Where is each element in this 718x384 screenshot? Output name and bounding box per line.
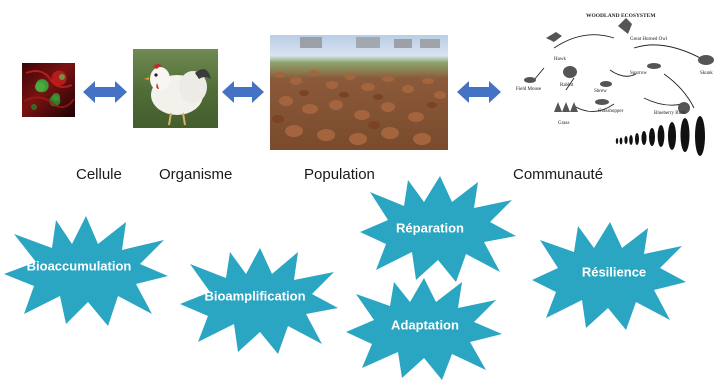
level-label-population: Population bbox=[304, 166, 375, 183]
ecosystem-title: WOODLAND ECOSYSTEM bbox=[586, 13, 656, 19]
label-hawk: Hawk bbox=[554, 57, 566, 62]
double-arrow-icon bbox=[222, 81, 264, 103]
chicken-population-photo bbox=[270, 35, 448, 150]
bioaccumulation-label: Bioaccumulation bbox=[26, 258, 132, 274]
label-field-mouse: Field Mouse bbox=[516, 87, 542, 92]
chicken-illustration bbox=[144, 64, 211, 126]
starburst-resilience bbox=[532, 222, 686, 330]
label-rabbit: Rabbit bbox=[560, 83, 574, 88]
label-blueberry: Blueberry Bush bbox=[654, 111, 686, 116]
label-grasshopper: Grasshopper bbox=[598, 109, 624, 114]
resilience-label: Résilience bbox=[581, 264, 647, 280]
label-owl: Great Horned Owl bbox=[630, 37, 668, 42]
starburst-reparation bbox=[360, 176, 516, 282]
chicken-photo bbox=[133, 49, 218, 128]
level-label-community: Communauté bbox=[513, 166, 604, 183]
label-sparrow: Sparrow bbox=[630, 71, 647, 76]
double-arrow-icon bbox=[457, 81, 501, 103]
bioamplification-label: Bioamplification bbox=[204, 288, 306, 304]
label-grass: Grass bbox=[558, 121, 569, 126]
double-arrow-icon bbox=[83, 81, 127, 103]
population-illustration bbox=[272, 37, 446, 145]
starburst-bioamplification bbox=[180, 248, 338, 354]
adaptation-label: Adaptation bbox=[391, 317, 459, 333]
woodland-ecosystem-figure: WOODLAND ECOSYSTEM Hawk Great Horned bbox=[514, 8, 718, 172]
silhouette-row bbox=[615, 116, 705, 156]
cell-texture bbox=[23, 70, 75, 110]
ecosystem-diagram: WOODLAND ECOSYSTEM Hawk Great Horned bbox=[516, 13, 714, 156]
label-shrew: Shrew bbox=[594, 89, 607, 94]
starburst-bioaccumulation bbox=[4, 216, 168, 326]
cell-microscopy-image bbox=[22, 63, 75, 117]
level-label-organism: Organisme bbox=[159, 166, 233, 183]
level-label-cell: Cellule bbox=[76, 166, 122, 183]
label-skunk: Skunk bbox=[700, 71, 713, 76]
reparation-label: Réparation bbox=[396, 220, 464, 236]
starburst-adaptation bbox=[346, 278, 502, 380]
